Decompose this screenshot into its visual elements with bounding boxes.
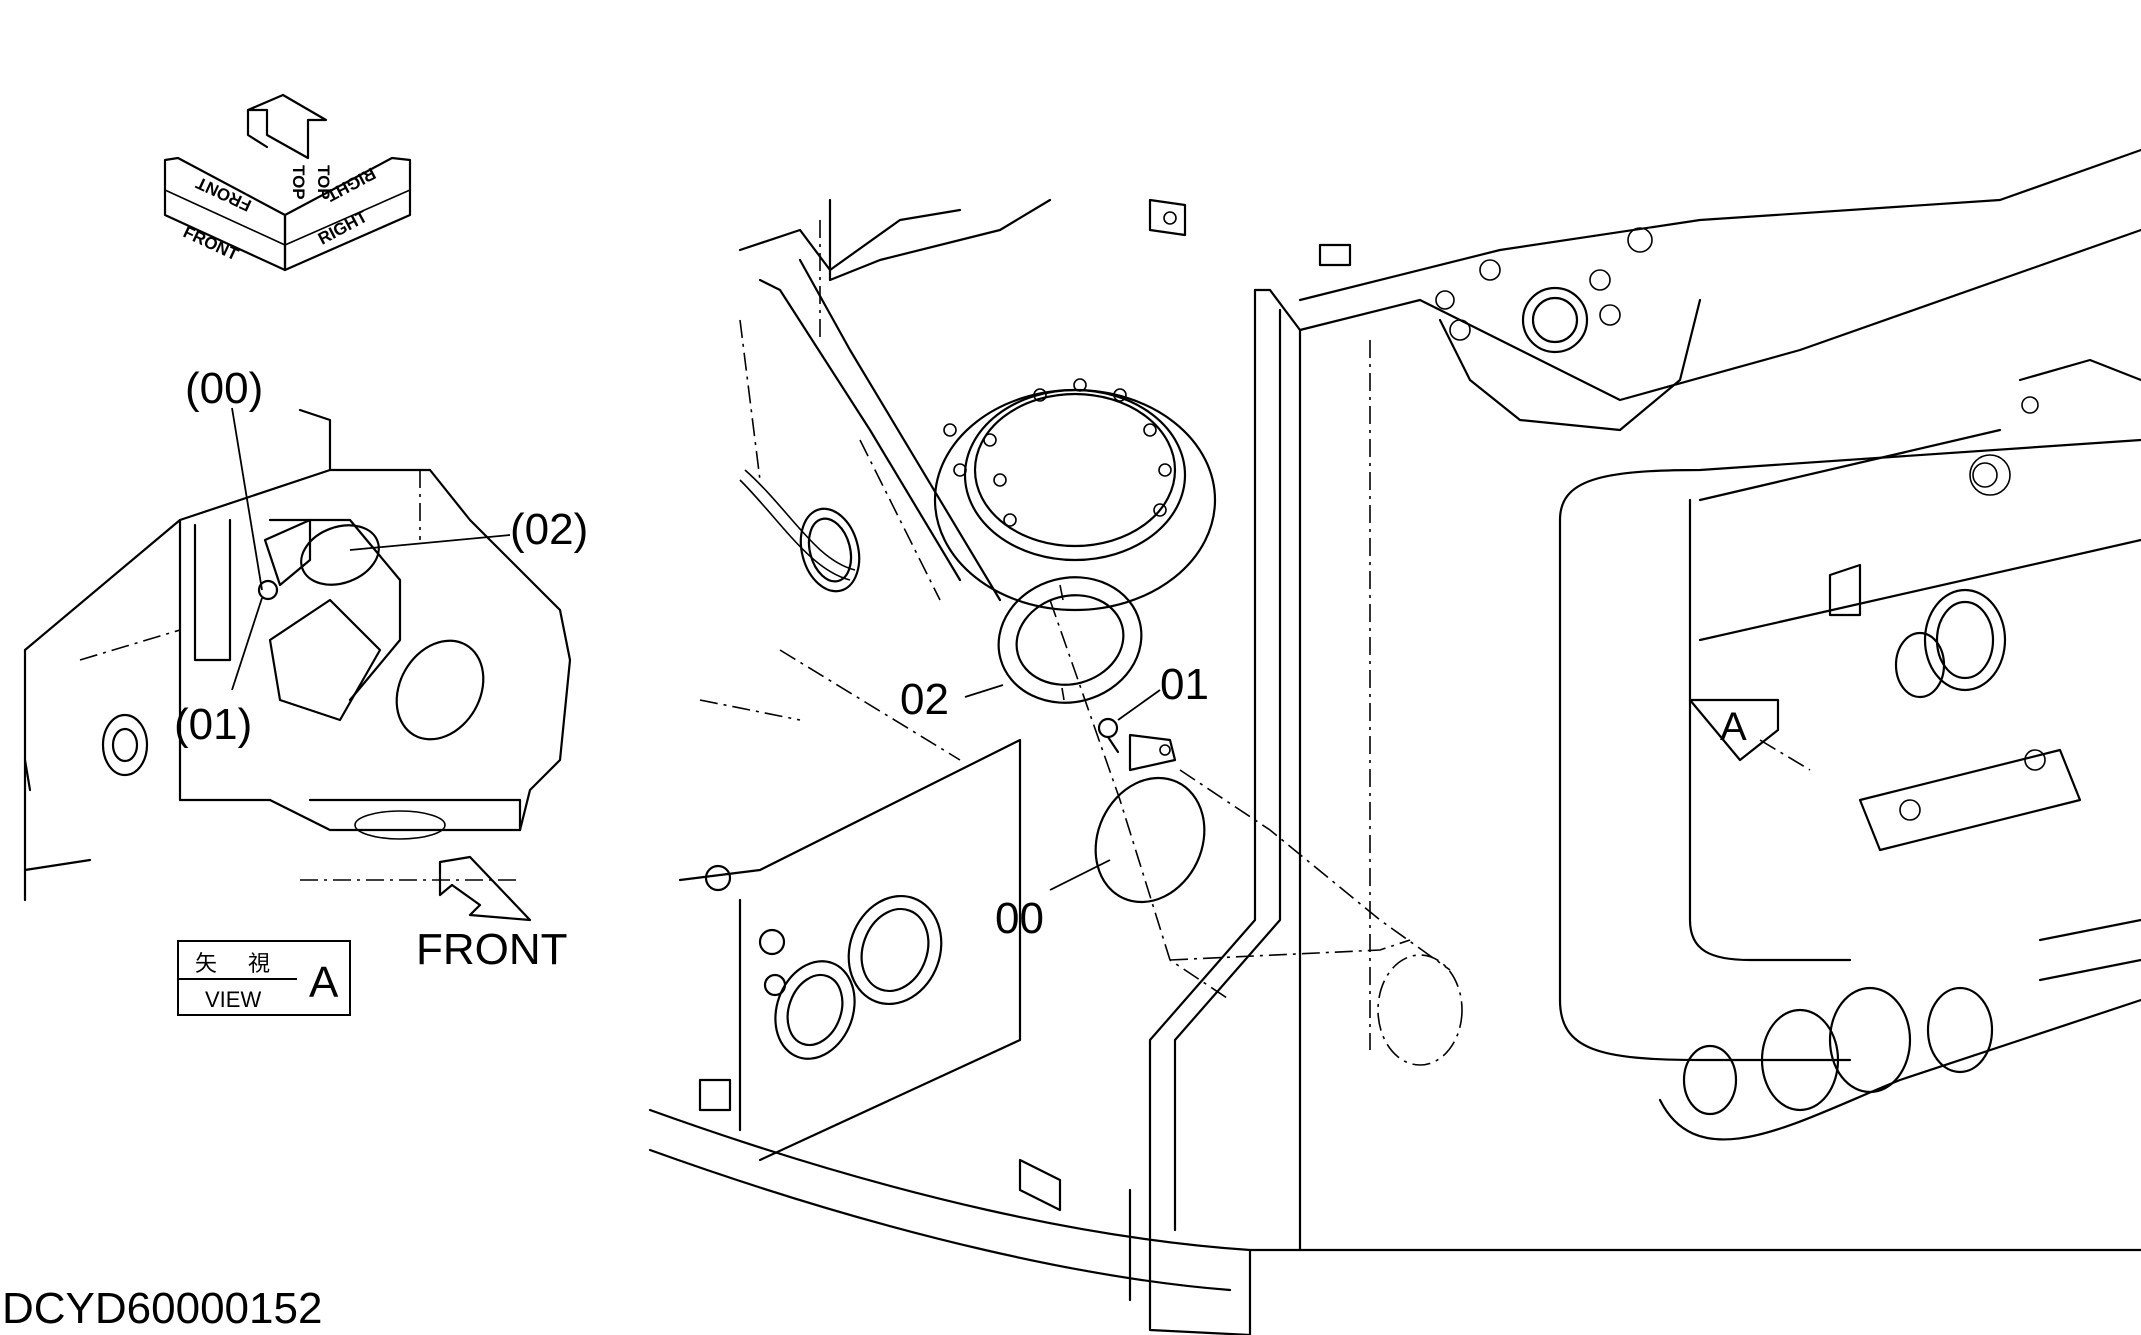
view-label-divider bbox=[179, 978, 297, 980]
detail-callout-02: (02) bbox=[510, 505, 589, 554]
main-callout-01: 01 bbox=[1160, 660, 1209, 709]
orientation-top-label: TOP TOP bbox=[289, 165, 333, 200]
detail-front-arrow-icon bbox=[438, 855, 532, 922]
svg-text:RIGHT: RIGHT bbox=[315, 207, 371, 249]
view-letter: A bbox=[309, 958, 339, 1007]
detail-callout-01: (01) bbox=[174, 700, 253, 749]
detail-leaders bbox=[231, 407, 511, 691]
main-callout-00: 00 bbox=[995, 894, 1044, 943]
orientation-symbol: FRONT FRONT TOP TOP RIGHT RIGHT bbox=[163, 93, 412, 272]
figure-id: DCYD60000152 bbox=[2, 1284, 323, 1333]
detail-front-label: FRONT bbox=[416, 925, 568, 974]
svg-text:FRONT: FRONT bbox=[193, 173, 255, 215]
main-view-marker-a: A bbox=[1720, 705, 1747, 749]
svg-text:TOP: TOP bbox=[314, 165, 333, 200]
main-callout-02: 02 bbox=[900, 675, 949, 724]
detail-view-drawing bbox=[23, 408, 572, 902]
svg-text:TOP: TOP bbox=[289, 165, 308, 200]
main-view-drawing bbox=[648, 148, 2141, 1335]
view-reference-box: 矢 視 VIEW A bbox=[177, 940, 351, 1016]
svg-text:FRONT: FRONT bbox=[180, 222, 242, 264]
view-label-jp: 矢 視 bbox=[195, 952, 282, 977]
main-leaders bbox=[964, 684, 1161, 891]
detail-callout-00: (00) bbox=[185, 364, 264, 413]
view-label-en: VIEW bbox=[205, 987, 262, 1012]
